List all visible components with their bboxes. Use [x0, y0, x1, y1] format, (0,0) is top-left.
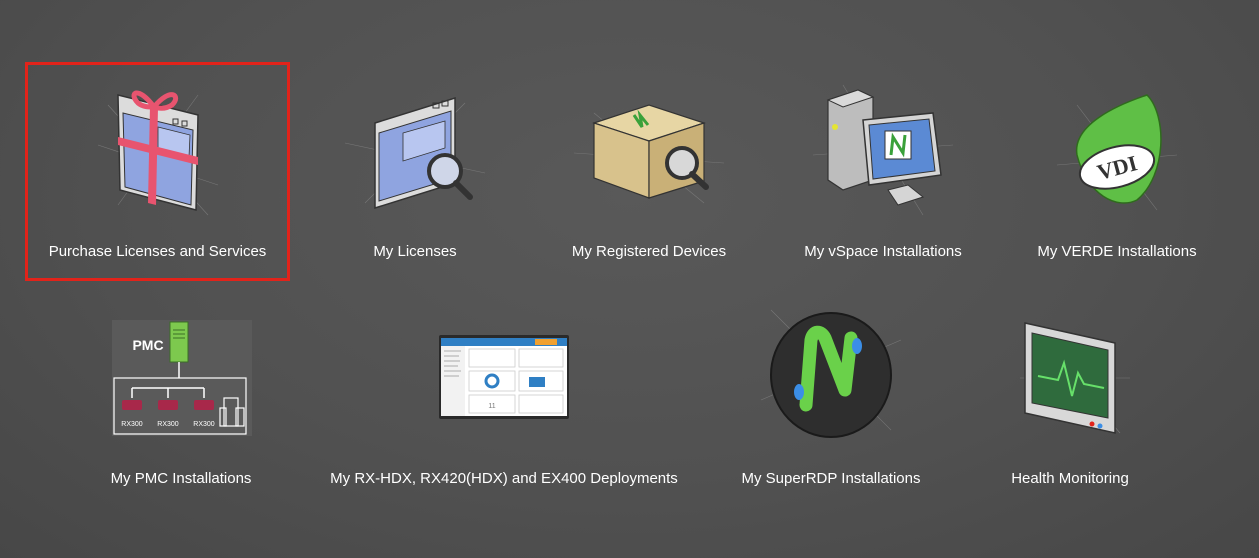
tile-my-rx-hdx-deployments[interactable]: 11 My RX-HDX, RX420(HDX) and EX400 Deplo…	[320, 310, 688, 500]
vdi-leaf-icon: VDI	[1056, 94, 1178, 211]
window-magnifier-icon	[344, 96, 486, 210]
pmc-network-icon: PMC RX300 RX300 RX300	[112, 320, 252, 436]
tile-label: My Licenses	[373, 243, 457, 260]
tile-label: My VERDE Installations	[1037, 243, 1197, 260]
gift-window-icon	[97, 90, 219, 216]
tile-my-superrdp-installations[interactable]: My SuperRDP Installations	[700, 309, 962, 500]
tile-my-vspace-installations[interactable]: My vSpace Installations	[753, 65, 1013, 278]
tile-label: My RX-HDX, RX420(HDX) and EX400 Deployme…	[330, 470, 678, 487]
device-label: RX300	[121, 421, 143, 428]
dashboard-number: 11	[488, 403, 495, 410]
dashboard-screenshot-icon: 11	[439, 335, 569, 419]
device-label: RX300	[157, 421, 179, 428]
tile-label: My PMC Installations	[110, 470, 252, 487]
tile-purchase-licenses[interactable]: Purchase Licenses and Services	[28, 65, 287, 278]
tile-my-verde-installations[interactable]: VDI My VERDE Installations	[987, 65, 1247, 278]
tile-my-pmc-installations[interactable]: PMC RX300 RX300 RX300 My PMC Installatio…	[50, 310, 312, 500]
heartbeat-monitor-icon	[1020, 322, 1130, 434]
building-icon	[223, 397, 239, 427]
tile-label: Purchase Licenses and Services	[48, 243, 267, 260]
tile-label: My vSpace Installations	[804, 243, 962, 260]
tile-label: Health Monitoring	[1011, 470, 1129, 487]
tile-label: My SuperRDP Installations	[741, 470, 921, 487]
device-label: RX300	[193, 421, 215, 428]
pmc-label: PMC	[132, 337, 163, 353]
box-magnifier-icon	[573, 104, 725, 204]
tile-my-registered-devices[interactable]: My Registered Devices	[519, 65, 779, 278]
tile-health-monitoring[interactable]: Health Monitoring	[940, 310, 1200, 500]
superrdp-n-icon	[760, 309, 902, 438]
desktop-computer-icon	[812, 84, 954, 216]
selection-highlight	[25, 62, 290, 281]
tile-label: My Registered Devices	[571, 243, 727, 260]
tile-my-licenses[interactable]: My Licenses	[285, 65, 545, 278]
